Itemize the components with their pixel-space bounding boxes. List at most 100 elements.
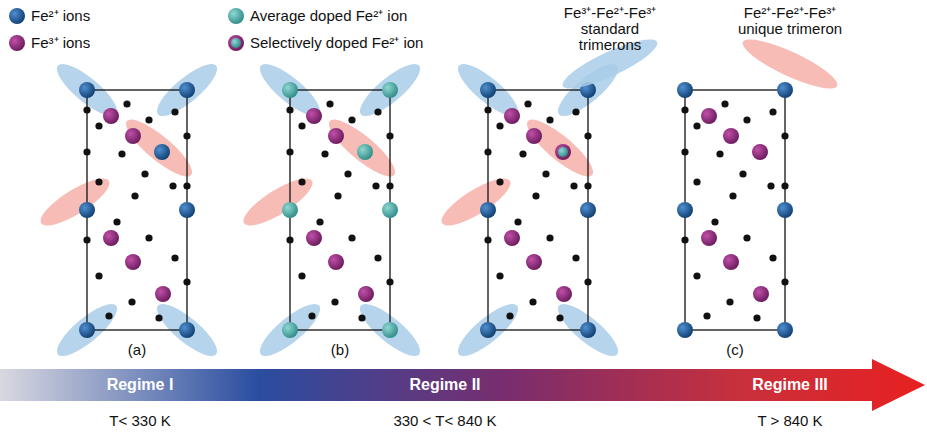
oxygen-ion — [171, 108, 178, 115]
oxygen-ion — [113, 218, 120, 225]
oxygen-ion — [767, 182, 774, 189]
fe3-ion — [723, 254, 739, 270]
doped-fe2-ion — [382, 202, 398, 218]
unit-cell-outline — [685, 90, 785, 330]
oxygen-ion — [542, 170, 549, 177]
fe3-ion — [125, 254, 141, 270]
oxygen-ion — [769, 254, 776, 261]
oxygen-ion — [105, 312, 112, 319]
oxygen-ion — [726, 298, 733, 305]
trimeron-ellipse — [436, 171, 517, 234]
oxygen-ion — [183, 182, 190, 189]
oxygen-ion — [145, 116, 152, 123]
oxygen-ion — [95, 178, 102, 185]
fe3-ion — [556, 286, 572, 302]
oxygen-ion — [386, 182, 393, 189]
oxygen-ion — [286, 106, 293, 113]
doped-fe2-ion — [282, 82, 298, 98]
oxygen-ion — [372, 182, 379, 189]
oxygen-ion — [716, 150, 723, 157]
fe2-ion — [580, 322, 596, 338]
fe3-ion — [752, 144, 768, 160]
oxygen-ion — [693, 178, 700, 185]
oxygen-ion — [781, 132, 788, 139]
oxygen-ion — [169, 182, 176, 189]
oxygen-ion — [681, 148, 688, 155]
trimeron-ellipse — [238, 171, 319, 234]
oxygen-ion — [703, 312, 710, 319]
oxygen-ion — [348, 234, 355, 241]
oxygen-ion — [781, 182, 788, 189]
legend-swatch — [9, 35, 25, 51]
fe2-ion — [677, 202, 693, 218]
fe3-ion — [526, 254, 542, 270]
regime-label: Regime III — [752, 377, 828, 393]
oxygen-ion — [584, 132, 591, 139]
fe3-ion — [103, 108, 119, 124]
fe2-ion — [677, 82, 693, 98]
selectively-doped-core — [558, 147, 568, 157]
oxygen-ion — [286, 236, 293, 243]
oxygen-ion — [484, 236, 491, 243]
oxygen-ion — [743, 116, 750, 123]
panel-label: (b) — [331, 342, 349, 358]
fe2-ion — [179, 202, 195, 218]
oxygen-ion — [496, 178, 503, 185]
fe2-ion — [79, 202, 95, 218]
legend-sample — [231, 38, 241, 48]
oxygen-ion — [743, 234, 750, 241]
fe3-ion — [125, 128, 141, 144]
temperature-range: T< 330 K — [109, 413, 170, 429]
oxygen-ion — [316, 218, 323, 225]
oxygen-ion — [693, 122, 700, 129]
fe2-ion — [79, 82, 95, 98]
oxygen-ion — [118, 150, 125, 157]
oxygen-ion — [358, 314, 365, 321]
fe3-ion — [328, 254, 344, 270]
trimeron-layer — [35, 56, 625, 363]
oxygen-ion — [739, 170, 746, 177]
oxygen-ion — [721, 100, 728, 107]
oxygen-ion — [484, 148, 491, 155]
oxygen-ion — [546, 116, 553, 123]
selectively-doped-ion — [555, 144, 571, 160]
oxygen-ion — [128, 298, 135, 305]
fe2-ion — [480, 322, 496, 338]
fe2-ion — [154, 144, 170, 160]
oxygen-ion — [572, 108, 579, 115]
fe2-ion — [777, 82, 793, 98]
oxygen-ion — [386, 132, 393, 139]
panel-label: (a) — [128, 342, 146, 358]
panel-label: (c) — [726, 342, 744, 358]
oxygen-ion — [145, 234, 152, 241]
legend-swatch — [738, 31, 842, 97]
fe2-ion — [79, 322, 95, 338]
oxygen-ion — [546, 234, 553, 241]
doped-fe2-ion — [282, 322, 298, 338]
oxygen-ion — [183, 278, 190, 285]
oxygen-ion — [584, 182, 591, 189]
oxygen-ion — [321, 150, 328, 157]
oxygen-ion — [95, 272, 102, 279]
fe2-ion — [777, 202, 793, 218]
oxygen-ion — [308, 312, 315, 319]
oxygen-ion — [298, 178, 305, 185]
legend-swatch — [228, 8, 244, 24]
oxygen-ion — [344, 170, 351, 177]
legend-text: Selectively doped Fe²⁺ ion — [250, 35, 423, 51]
atom-layer — [79, 82, 793, 338]
fe3-ion — [306, 230, 322, 246]
oxygen-ion — [298, 122, 305, 129]
fe3-ion — [701, 230, 717, 246]
doped-fe2-ion — [382, 322, 398, 338]
oxygen-ion — [326, 100, 333, 107]
fe2-ion — [480, 202, 496, 218]
fe3-ion — [103, 230, 119, 246]
unit-cell-outline — [290, 90, 390, 330]
legend-text: Fe²⁺-Fe²⁺-Fe³⁺ unique trimeron — [728, 5, 852, 37]
oxygen-ion — [556, 314, 563, 321]
oxygen-ion — [286, 148, 293, 155]
unit-cell-outline — [87, 90, 187, 330]
fe3-ion — [701, 108, 717, 124]
oxygen-ion — [298, 272, 305, 279]
